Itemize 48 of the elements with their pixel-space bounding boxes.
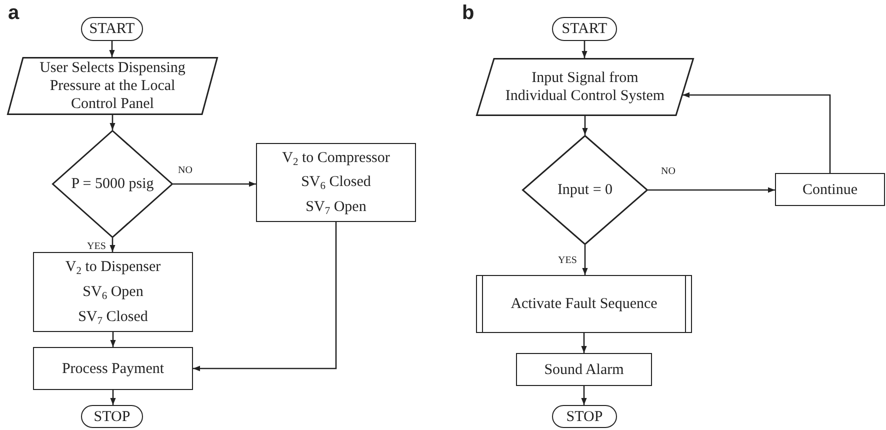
edge-label: NO bbox=[177, 166, 194, 176]
input-parallelogram bbox=[476, 58, 694, 116]
node-text: SV$_{6}$ Closed bbox=[300, 173, 372, 192]
panel-label: b bbox=[462, 3, 474, 23]
arrow bbox=[582, 245, 588, 275]
arrow bbox=[110, 332, 116, 347]
arrow bbox=[110, 115, 116, 130]
node-text: Sound Alarm bbox=[543, 360, 625, 378]
arrow bbox=[110, 390, 116, 405]
decision-diamond bbox=[522, 135, 648, 245]
node-text: SV$_{7}$ Open bbox=[304, 198, 368, 216]
node-text: P = 5000 psig bbox=[70, 175, 155, 193]
arrow bbox=[173, 181, 256, 187]
edge-label: YES bbox=[86, 242, 107, 252]
input-parallelogram bbox=[7, 57, 218, 115]
arrow bbox=[582, 116, 588, 135]
node-text: START bbox=[560, 20, 608, 38]
process-box bbox=[256, 143, 416, 222]
arrow bbox=[682, 92, 831, 173]
process-box bbox=[33, 347, 193, 390]
node-text: STOP bbox=[565, 408, 604, 426]
node-text: Input = 0 bbox=[556, 181, 614, 199]
arrow bbox=[581, 333, 587, 353]
decision-diamond bbox=[52, 130, 173, 238]
predefined-process-box bbox=[476, 275, 692, 333]
panel-label: a bbox=[8, 3, 20, 23]
node-text: SV$_{6}$ Open bbox=[82, 282, 144, 301]
node-text: V$_{2}$ to Compressor bbox=[281, 149, 391, 168]
node-text: Input Signal from Individual Control System bbox=[504, 69, 666, 105]
arrow bbox=[581, 386, 587, 405]
node-text: Process Payment bbox=[60, 360, 166, 378]
node-text: Continue bbox=[802, 180, 858, 198]
edge-label: NO bbox=[660, 167, 676, 177]
node-text: User Selects Dispensing Pressure at the Local Control Panel bbox=[38, 59, 186, 113]
arrow bbox=[110, 238, 116, 252]
arrow bbox=[193, 222, 337, 372]
process-box bbox=[775, 173, 885, 206]
process-box bbox=[33, 252, 193, 332]
arrow bbox=[648, 187, 775, 193]
arrow bbox=[582, 41, 588, 58]
node-text: STOP bbox=[92, 408, 132, 426]
node-text: START bbox=[88, 20, 136, 38]
process-box bbox=[516, 353, 652, 386]
edge-label: YES bbox=[557, 256, 578, 266]
node-text: Activate Fault Sequence bbox=[510, 295, 658, 313]
arrow bbox=[109, 41, 115, 57]
node-text: V$_{2}$ to Dispenser bbox=[64, 258, 162, 276]
node-text: SV$_{7}$ Closed bbox=[77, 308, 149, 326]
